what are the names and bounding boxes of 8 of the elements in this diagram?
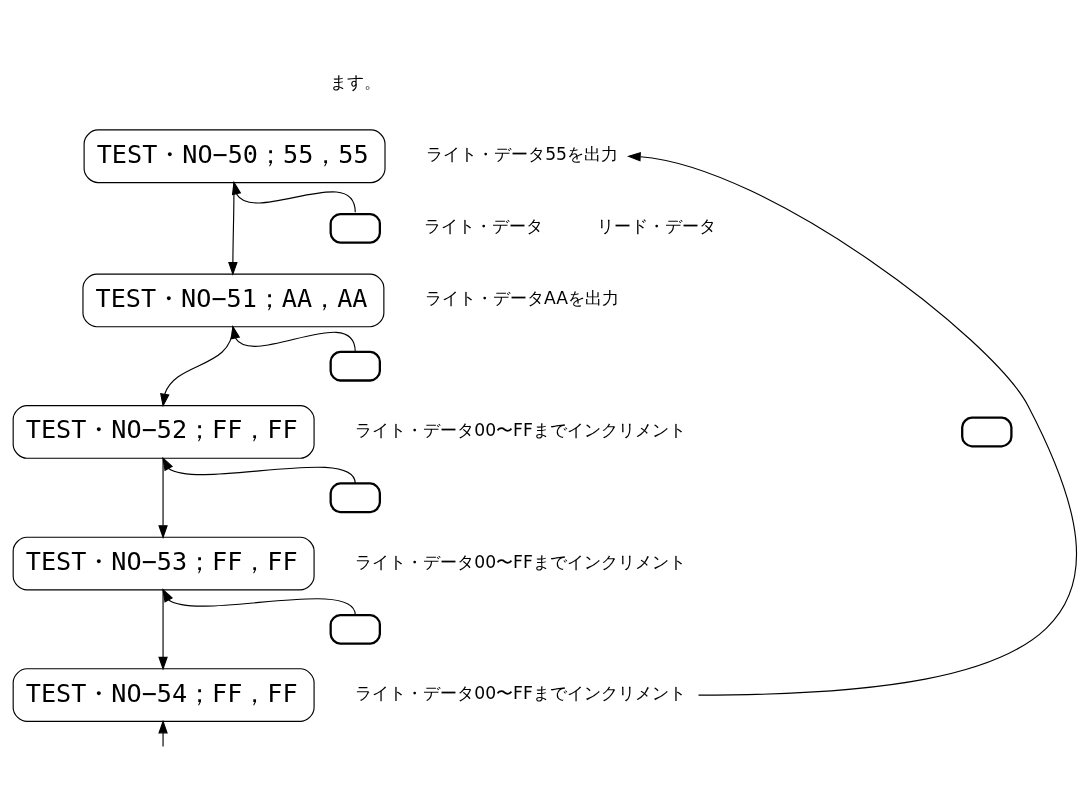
label: ます。 bbox=[329, 72, 381, 93]
label: ライト・データ bbox=[423, 216, 543, 237]
node-label: ライト・データ00〜FFまでインクリメント bbox=[355, 419, 686, 440]
label: リード・データ bbox=[596, 216, 716, 237]
node-label: ライト・データAAを出力 bbox=[425, 288, 620, 309]
node-label: ライト・データ00〜FFまでインクリメント bbox=[355, 551, 686, 572]
node-label: ライト・データ55を出力 bbox=[426, 144, 619, 165]
node-label: ライト・データ00〜FFまでインクリメント bbox=[355, 683, 686, 704]
